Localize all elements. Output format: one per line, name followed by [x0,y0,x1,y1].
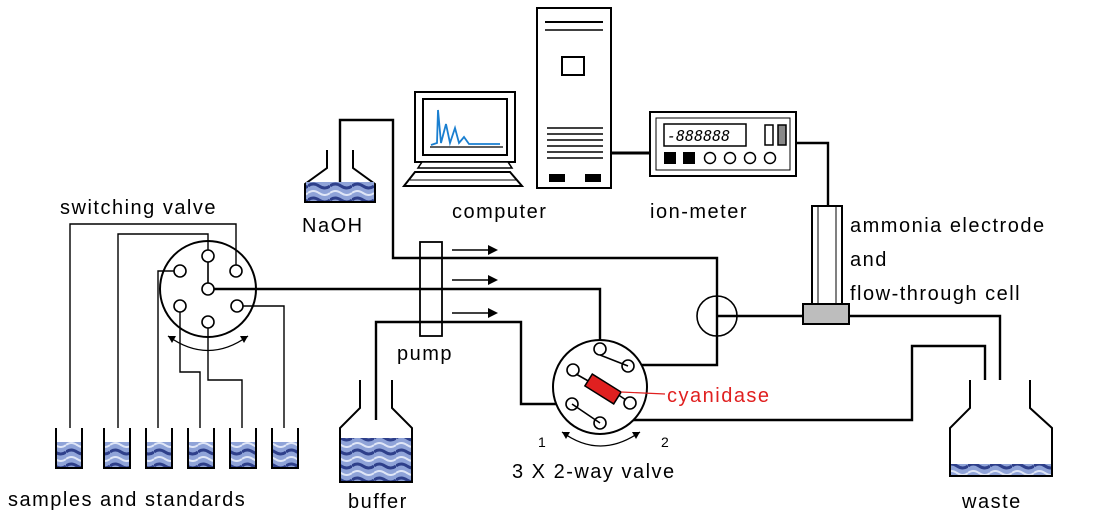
meter-display-value: -888888 [667,127,730,145]
valve-port [593,342,607,356]
flow-through-cell [802,303,850,325]
ammonia-electrode [802,205,850,325]
samples-label: samples and standards [8,489,246,511]
drive-bay-icon [561,56,585,76]
tubing [214,118,1002,422]
sample-tube [103,428,131,469]
sample-tube [187,428,215,469]
computer [401,7,650,189]
arrow-right-icon [488,245,498,255]
arrow-right-icon [488,308,498,318]
sample-tube [229,428,257,469]
buffer-bottle [339,380,413,483]
sample-tubes [55,428,299,469]
valve-outlet-line [634,336,719,367]
waste-liquid [951,464,1051,475]
valve-position-1: 1 [538,434,546,450]
naoh-label: NaOH [302,215,364,237]
buffer-line [374,320,563,420]
two-way-valve [552,339,666,447]
electrode-cable [796,141,830,208]
electrode-label-3: flow-through cell [850,283,1021,305]
cyanidase-label: cyanidase [667,385,771,407]
pump-label: pump [397,343,453,365]
electrode-label-2: and [850,249,888,271]
screen-trace [430,109,500,147]
meter-button-icon [664,152,676,164]
sample-tube [55,428,83,469]
valve-port-center [201,282,215,296]
ion-meter: -888888 [649,111,830,208]
meter-knob-icon [703,151,717,165]
flow-arrows [452,245,498,318]
two-way-valve-label: 3 X 2-way valve [512,461,676,483]
waste-bottle [949,380,1053,477]
valve-position-2: 2 [661,434,669,450]
sample-tube [271,428,299,469]
computer-tower [536,7,612,189]
valve-port [201,249,215,263]
electrode-label-1: ammonia electrode [850,215,1046,237]
arrow-right-icon [488,275,498,285]
cyanidase-reactor [583,373,623,405]
naoh-line [338,118,719,296]
keyboard [401,171,525,187]
waste-line-2 [612,344,987,422]
ion-meter-label: ion-meter [650,201,748,223]
sample-lines [69,223,285,434]
buffer-liquid [341,438,411,481]
naoh-liquid [306,182,374,201]
computer-label: computer [452,201,547,223]
waste-label: waste [961,491,1022,513]
sample-tube [145,428,173,469]
sample-line [214,287,602,341]
meter-display [663,123,747,147]
switching-valve-label: switching valve [60,197,217,219]
buffer-label: buffer [348,491,408,513]
